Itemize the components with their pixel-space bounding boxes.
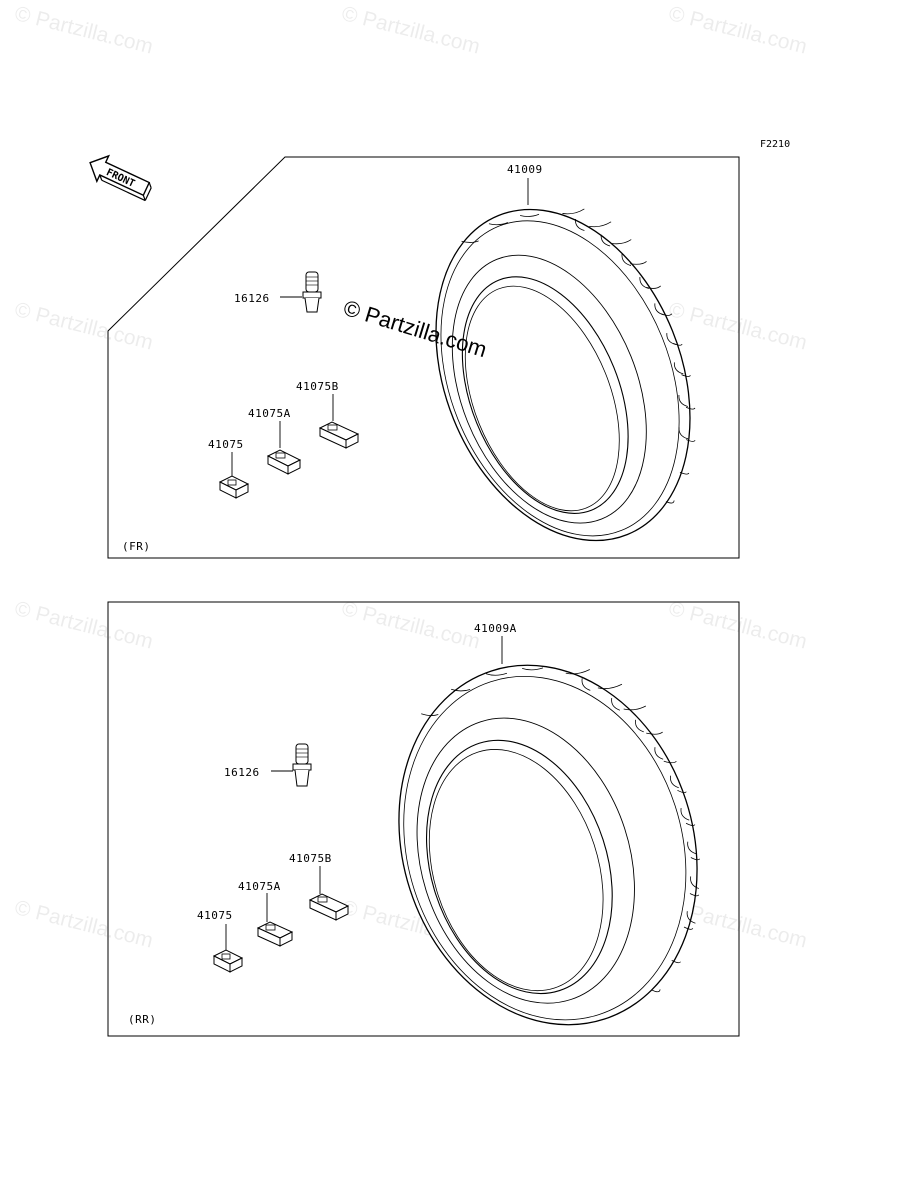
front-weight-41075a xyxy=(266,421,302,475)
front-valve-part-number: 16126 xyxy=(234,292,270,305)
rear-weight-b-part-number: 41075B xyxy=(289,852,332,865)
rear-valve-part-number: 16126 xyxy=(224,766,260,779)
rear-weight-41075a xyxy=(256,893,294,947)
front-weight-41075b xyxy=(318,394,360,449)
front-arrow-icon: FRONT xyxy=(89,154,152,202)
front-valve-stem xyxy=(280,271,322,313)
front-section-label: (FR) xyxy=(122,540,151,553)
rear-weight-41075b xyxy=(308,866,350,921)
rear-weight-41075 xyxy=(212,924,244,973)
rear-valve-stem xyxy=(271,743,312,787)
rear-section-label: (RR) xyxy=(128,1013,157,1026)
front-tire-part-number: 41009 xyxy=(507,163,543,176)
rear-tire-part-number: 41009A xyxy=(474,622,517,635)
figure-code: F2210 xyxy=(760,139,791,150)
front-weight-41075 xyxy=(218,452,250,499)
front-panel-frame xyxy=(107,156,740,559)
front-weight-part-number: 41075 xyxy=(208,438,244,451)
rear-tire xyxy=(398,664,701,1026)
rear-panel-frame xyxy=(107,601,740,1037)
rear-weight-part-number: 41075 xyxy=(197,909,233,922)
front-weight-a-part-number: 41075A xyxy=(248,407,291,420)
front-tire xyxy=(435,208,696,542)
front-weight-b-part-number: 41075B xyxy=(296,380,339,393)
rear-weight-a-part-number: 41075A xyxy=(238,880,281,893)
